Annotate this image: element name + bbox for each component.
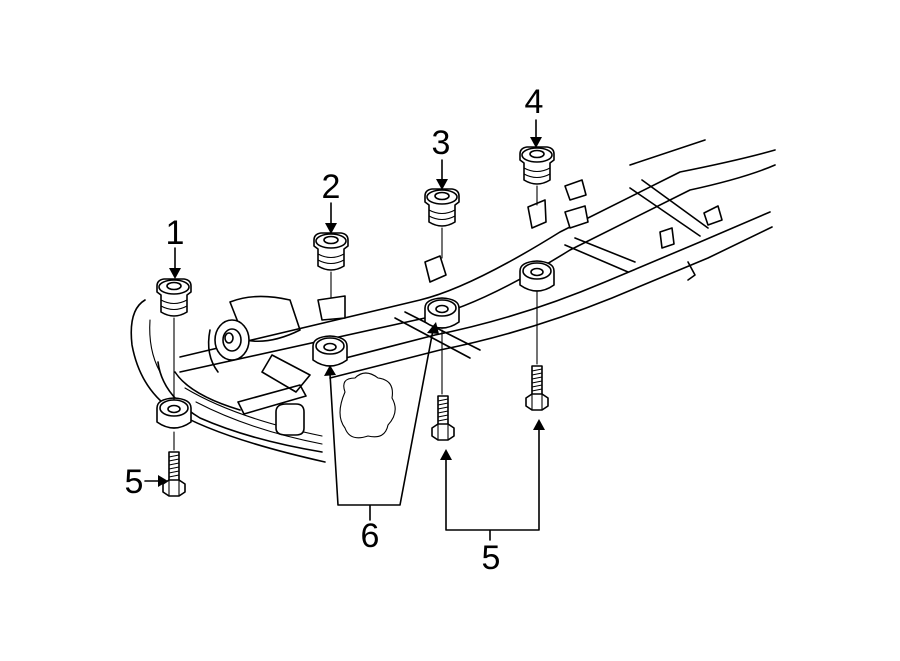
callout-5-bottom: 5 <box>482 539 501 577</box>
callout-3: 3 <box>432 124 451 162</box>
cushion-4-upper <box>519 146 555 185</box>
cushion-1-lower <box>156 397 192 429</box>
bolt-left <box>162 451 186 497</box>
callout-2: 2 <box>322 168 341 206</box>
cushion-lower-right <box>519 260 555 292</box>
cushion-3-upper <box>424 188 460 227</box>
callout-6: 6 <box>361 517 380 555</box>
bolt-middle <box>431 395 455 441</box>
cushion-1-upper <box>156 278 192 317</box>
cushion-2-upper <box>313 232 349 271</box>
callout-arrows <box>144 119 545 541</box>
callout-5-left: 5 <box>125 463 144 501</box>
cushion-6-left <box>312 335 348 367</box>
bolt-right <box>525 365 549 411</box>
callout-1: 1 <box>166 214 185 252</box>
leader-lines <box>173 185 538 451</box>
cushion-6-right <box>424 297 460 329</box>
callout-4: 4 <box>525 83 544 121</box>
